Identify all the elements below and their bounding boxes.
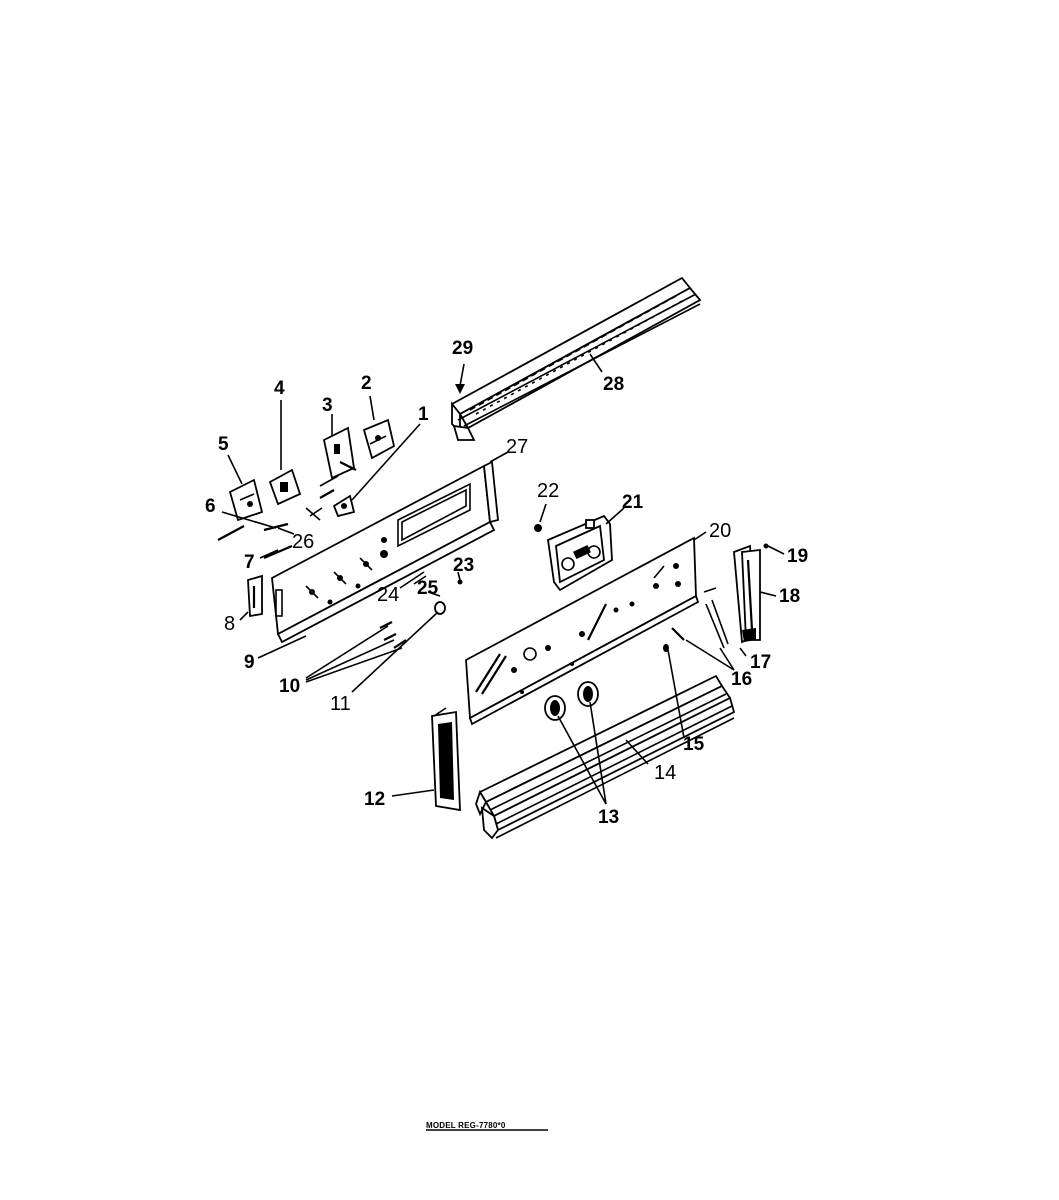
label-22: 22 — [537, 480, 559, 502]
label-26: 26 — [292, 531, 314, 553]
part-labels: 1 2 3 4 5 6 7 8 9 10 11 12 13 14 15 16 1… — [205, 338, 808, 828]
label-21: 21 — [622, 492, 644, 513]
label-15: 15 — [683, 734, 705, 755]
end-bracket-left — [247, 574, 263, 618]
control-panel-bracket — [271, 460, 499, 644]
label-13: 13 — [598, 807, 619, 828]
label-14: 14 — [654, 762, 676, 784]
label-29: 29 — [452, 338, 473, 359]
label-16: 16 — [731, 669, 752, 690]
label-18: 18 — [779, 586, 800, 607]
label-1: 1 — [418, 404, 429, 425]
label-17: 17 — [750, 652, 771, 673]
model-number: MODEL REG-7780*0 — [426, 1121, 506, 1130]
label-28: 28 — [603, 374, 624, 395]
control-knobs — [544, 681, 599, 721]
model-footer: MODEL REG-7780*0 — [426, 1121, 548, 1131]
label-7: 7 — [244, 552, 255, 573]
label-11: 11 — [330, 693, 351, 715]
label-6: 6 — [205, 496, 216, 517]
label-25: 25 — [417, 578, 439, 599]
label-8: 8 — [224, 613, 235, 635]
label-5: 5 — [218, 434, 229, 455]
front-control-panel — [465, 536, 700, 726]
label-4: 4 — [274, 378, 285, 399]
label-2: 2 — [361, 373, 372, 394]
label-3: 3 — [322, 395, 333, 416]
label-19: 19 — [787, 546, 808, 567]
label-10: 10 — [279, 676, 300, 697]
label-24: 24 — [377, 584, 399, 606]
bottom-trim-extrusion — [475, 674, 736, 840]
valve-marks — [305, 537, 388, 605]
label-9: 9 — [244, 652, 255, 673]
label-27: 27 — [506, 436, 528, 458]
right-end-trim — [733, 544, 761, 644]
top-trim-rail — [450, 276, 702, 441]
clock-timer — [547, 514, 613, 592]
switch-components — [217, 418, 396, 560]
label-20: 20 — [709, 520, 731, 542]
leader-lines — [221, 353, 785, 805]
label-23: 23 — [453, 555, 474, 576]
screws-and-clips — [379, 524, 769, 652]
left-end-trim — [431, 707, 461, 812]
label-12: 12 — [364, 789, 385, 810]
